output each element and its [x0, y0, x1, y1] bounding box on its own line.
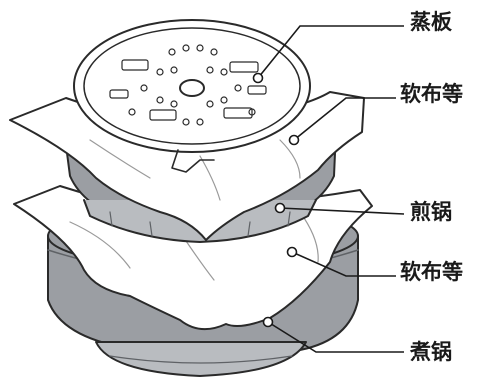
label-boiling-pot: 煮锅 [410, 342, 452, 363]
label-soft-cloth-bottom: 软布等 [400, 262, 463, 283]
label-steamer-plate: 蒸板 [410, 12, 452, 33]
label-frying-pot: 煎锅 [410, 202, 452, 223]
label-soft-cloth-top: 软布等 [400, 84, 463, 105]
